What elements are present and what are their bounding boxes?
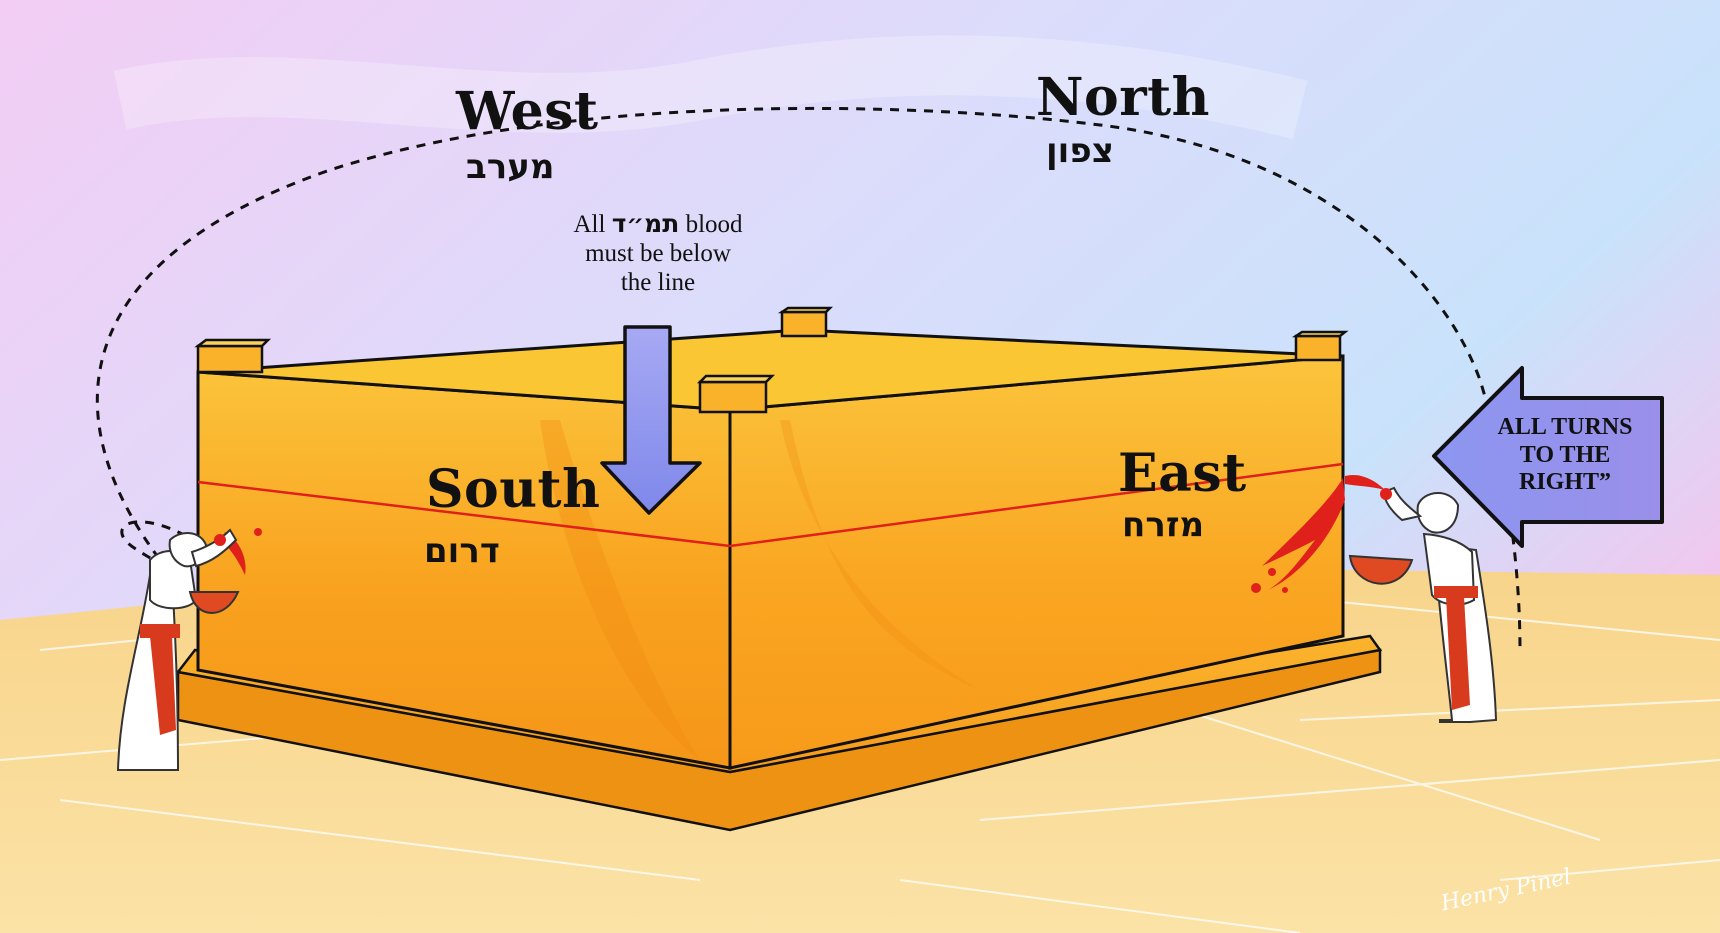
north-label: North [1036,67,1210,128]
altar-top [197,328,1344,412]
blood-note-line2: must be below [585,239,731,267]
south-hebrew-label: דרום [424,531,500,571]
blood-note-line3: the line [620,268,696,296]
altar-horns [194,306,1349,414]
turns-note: ALL TURNS TO THE RIGHT” [1497,414,1633,496]
north-hebrew-label: צפון [1046,131,1114,171]
priest-right [1348,486,1498,723]
red-line [197,462,1344,548]
circuit-path [95,106,1522,651]
south-label: South [426,459,601,520]
blood-note: All תמ״ד blood must be below the line [548,209,768,297]
east-label: East [1118,443,1247,504]
east-hebrew-label: מזרח [1122,505,1205,545]
west-label: West [456,81,599,142]
blood-note-line1: All תמ״ד blood [573,209,743,238]
west-hebrew-label: מערב [466,147,555,187]
left-arrow-icon [1432,366,1664,548]
down-arrow-icon [600,325,702,515]
tamid-hebrew-label: תמ״ד [611,209,680,238]
priest-left [116,528,240,771]
